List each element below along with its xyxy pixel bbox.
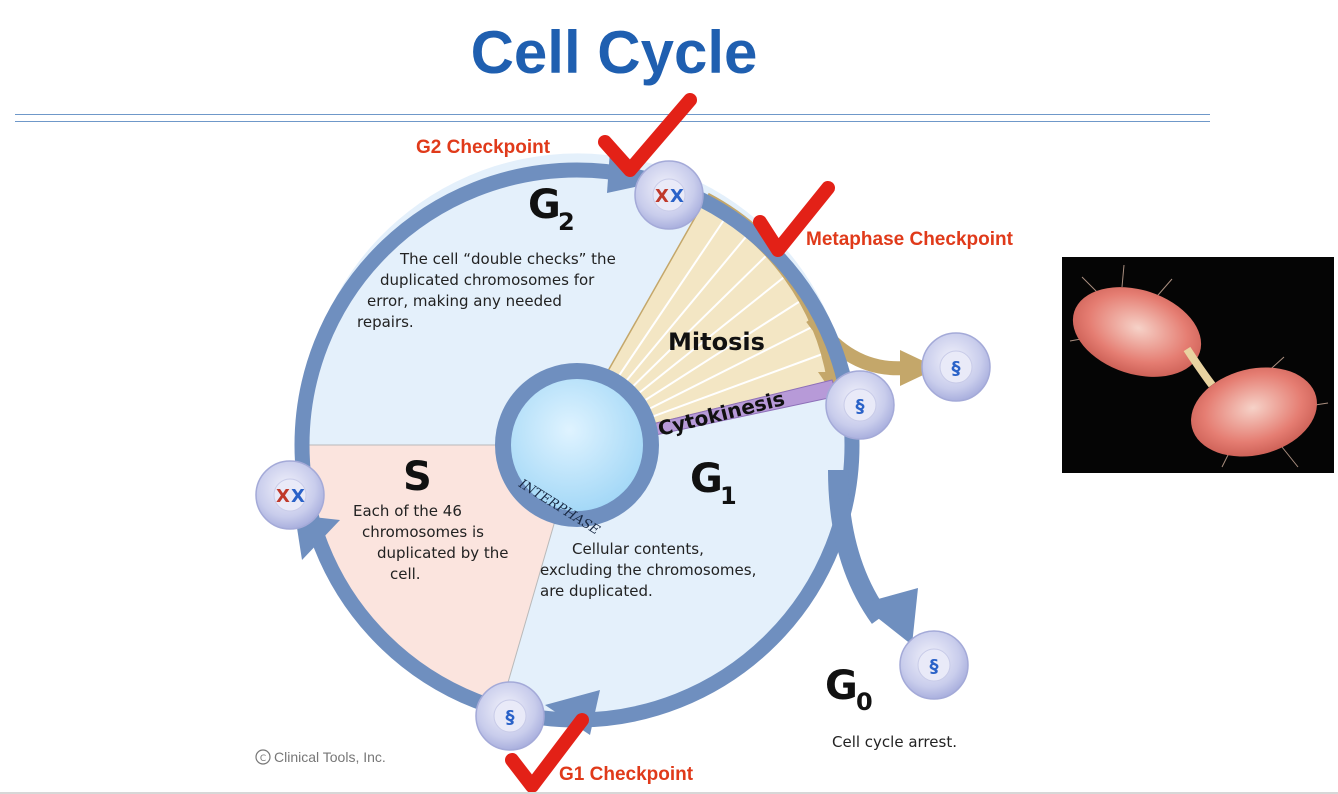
title-rule-top (15, 114, 1210, 115)
dividing-cells-micrograph (1062, 257, 1334, 473)
svg-text:X: X (291, 486, 305, 507)
g0-exit-arrowhead (860, 588, 918, 645)
g0-exit-arrow (828, 469, 889, 624)
s-desc-line-4: cell. (390, 565, 421, 583)
g2-checkmark-icon (598, 93, 697, 177)
g1-desc-line-1: Cellular contents, (572, 540, 704, 558)
g0-phase-letter: G (825, 663, 858, 709)
g2-checkpoint-cell-icon (634, 160, 704, 230)
svg-text:§: § (952, 358, 961, 379)
svg-text:§: § (856, 396, 865, 417)
g2-desc-line-4: repairs. (357, 313, 414, 331)
g1-checkpoint-label: G1 Checkpoint (559, 764, 694, 785)
mitosis-exit-arrowhead (900, 350, 938, 386)
g2-desc-line-3: error, making any needed (367, 292, 562, 310)
g1-phase-subscript: 1 (720, 482, 737, 510)
s-phase-letter: S (403, 454, 432, 500)
svg-text:§: § (930, 656, 939, 677)
mitosis-label: Mitosis (668, 328, 765, 356)
interphase-nucleus (495, 363, 659, 527)
g0-phase-subscript: 0 (856, 688, 873, 716)
slide-title: Cell Cycle (470, 19, 758, 86)
g0-caption: Cell cycle arrest. (832, 733, 957, 751)
g1-phase-letter: G (690, 456, 723, 502)
svg-text:C: C (260, 754, 266, 764)
copyright-icon: C (255, 749, 271, 765)
g2-checkpoint-label: G2 Checkpoint (416, 137, 551, 158)
svg-text:X: X (655, 186, 669, 207)
g2-desc-line-2: duplicated chromosomes for (380, 271, 595, 289)
g2-desc-line-1: The cell “double checks” the (399, 250, 616, 268)
title-rule-bottom (15, 121, 1210, 122)
s-cycle-arrowhead (295, 515, 340, 560)
svg-text:X: X (670, 186, 684, 207)
g1-desc-line-3: are duplicated. (540, 582, 653, 600)
g1-desc-line-2: excluding the chromosomes, (540, 561, 756, 579)
g1-checkmark-icon (505, 713, 589, 793)
mitosis-stage-lines (607, 213, 829, 427)
svg-text:X: X (276, 486, 290, 507)
metaphase-checkmark-icon (753, 181, 835, 257)
s-desc-line-1: Each of the 46 (353, 502, 462, 520)
s-desc-line-3: duplicated by the (377, 544, 509, 562)
g2-phase-letter: G (528, 182, 561, 228)
s-desc-line-2: chromosomes is (362, 523, 484, 541)
g2-phase-subscript: 2 (558, 208, 575, 236)
slide-bottom-rule (0, 792, 1338, 794)
s-phase-cell-icon (255, 460, 325, 530)
copyright-text: Clinical Tools, Inc. (274, 749, 386, 765)
svg-text:§: § (506, 707, 515, 728)
metaphase-checkpoint-label: Metaphase Checkpoint (806, 229, 1014, 250)
s-phase-region (302, 445, 577, 710)
